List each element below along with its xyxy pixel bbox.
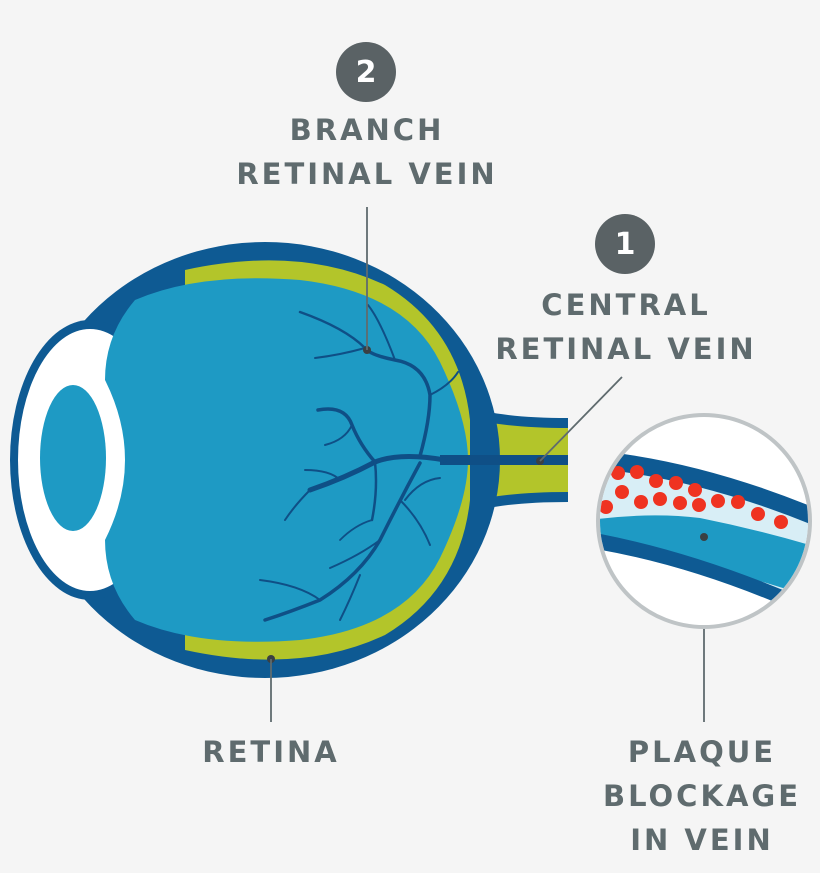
label-plaque-blockage: PLAQUE BLOCKAGE IN VEIN — [602, 735, 801, 857]
badge-branch-number: 2 — [336, 42, 396, 102]
plaque-inset — [596, 413, 812, 629]
label-central-retinal-vein: CENTRAL RETINAL VEIN — [495, 288, 757, 366]
lens — [40, 385, 106, 531]
label-retina: RETINA — [202, 735, 340, 769]
vitreous-body — [105, 278, 468, 642]
retinal-vein-branches — [259, 304, 459, 622]
plaque-dots — [600, 465, 788, 529]
label-branch-retinal-vein: BRANCH RETINAL VEIN — [236, 113, 498, 191]
badge-central-number: 1 — [595, 214, 655, 274]
leader-lines — [270, 207, 705, 722]
blood-flow — [600, 515, 808, 600]
